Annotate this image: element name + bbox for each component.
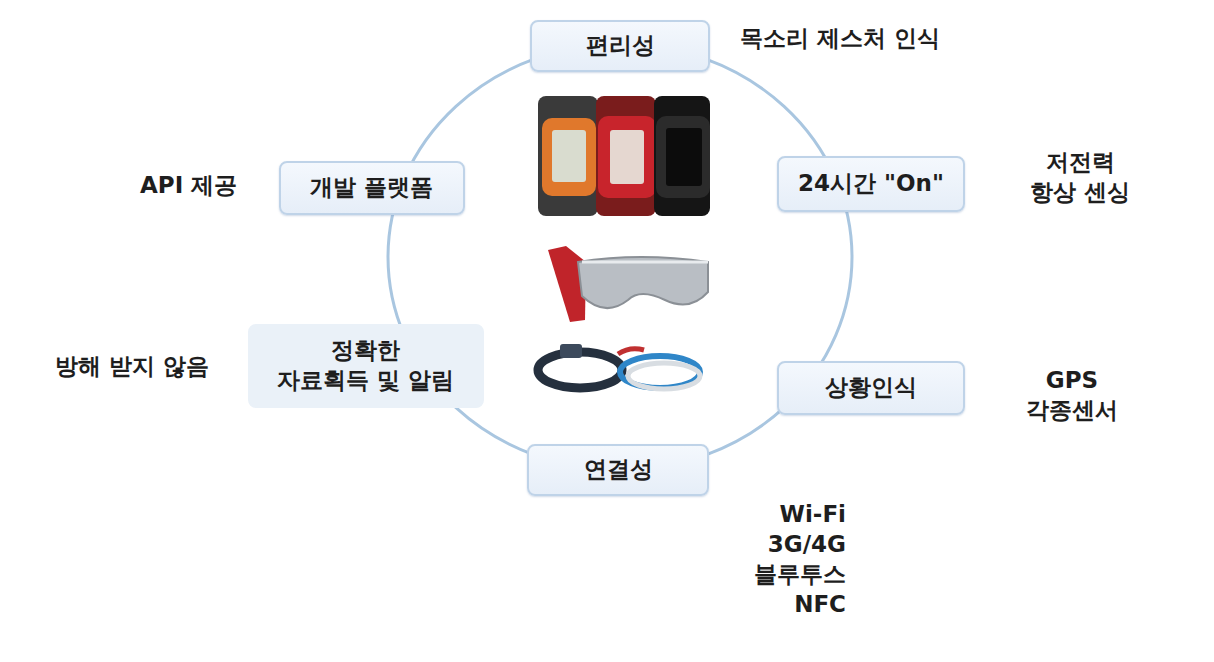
feature-detail: 저전력 항상 센싱	[1030, 148, 1130, 208]
feature-box: 정확한 자료획득 및 알림	[248, 324, 484, 408]
feature-name: 상황인식	[825, 373, 917, 403]
feature-box: 연결성	[527, 444, 709, 496]
feature-detail: API 제공	[140, 171, 237, 201]
feature-box: 24시간 "On"	[777, 156, 965, 212]
feature-detail: GPS 각종센서	[1026, 366, 1118, 426]
feature-detail: Wi-Fi 3G/4G 블루투스 NFC	[754, 500, 846, 620]
feature-name: 24시간 "On"	[798, 169, 944, 199]
smart-glasses	[548, 246, 708, 322]
smartwatches	[538, 96, 710, 216]
feature-box: 편리성	[530, 20, 710, 72]
feature-name: 정확한 자료획득 및 알림	[277, 336, 454, 396]
feature-detail: 방해 받지 않음	[55, 352, 209, 382]
wristbands	[538, 344, 700, 389]
feature-name: 개발 플랫폼	[310, 173, 433, 203]
feature-box: 상황인식	[777, 361, 965, 415]
feature-box: 개발 플랫폼	[279, 161, 465, 215]
feature-detail: 목소리 제스처 인식	[740, 24, 940, 54]
feature-name: 편리성	[586, 31, 655, 61]
feature-name: 연결성	[584, 455, 653, 485]
